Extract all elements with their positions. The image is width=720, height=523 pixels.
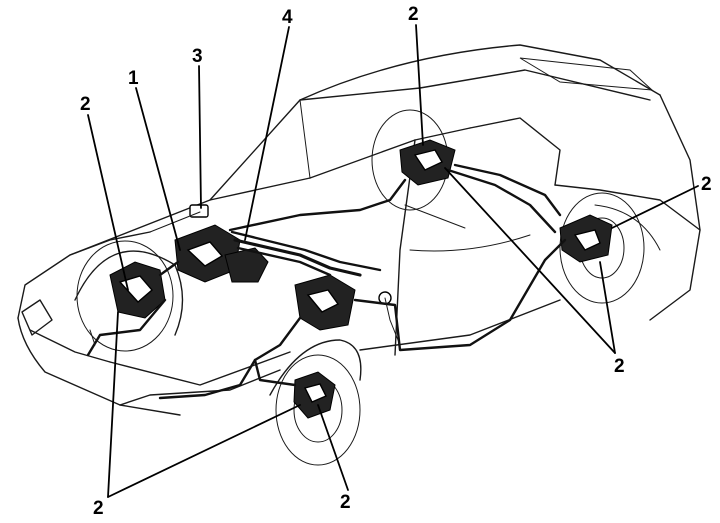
front-right-wheel [275, 354, 361, 466]
rear-left-caliper [399, 139, 456, 186]
brake-components [109, 139, 613, 419]
callouts: 2 1 3 4 2 2 2 2 2 [80, 4, 712, 519]
callout-2-bottom-left: 2 [93, 498, 104, 519]
rear-right-wheel [559, 192, 645, 304]
abs-actuator [224, 247, 269, 283]
front-right-caliper [293, 371, 336, 419]
callout-3: 3 [192, 46, 203, 67]
brake-lines [86, 163, 567, 400]
front-left-wheel [76, 240, 174, 352]
rear-right-caliper [559, 214, 613, 263]
callout-2-front-left: 2 [80, 94, 91, 115]
callout-2-rear-top: 2 [408, 4, 419, 25]
callout-1: 1 [128, 68, 139, 89]
callout-4: 4 [282, 7, 293, 28]
leader-lines [87, 24, 699, 498]
callout-2-front-right: 2 [340, 492, 351, 513]
callout-2-rear-right: 2 [701, 174, 712, 195]
car-body [17, 44, 701, 416]
callout-2-right-lower: 2 [614, 356, 625, 377]
pressure-regulator [294, 274, 356, 331]
master-cylinder [174, 204, 241, 283]
